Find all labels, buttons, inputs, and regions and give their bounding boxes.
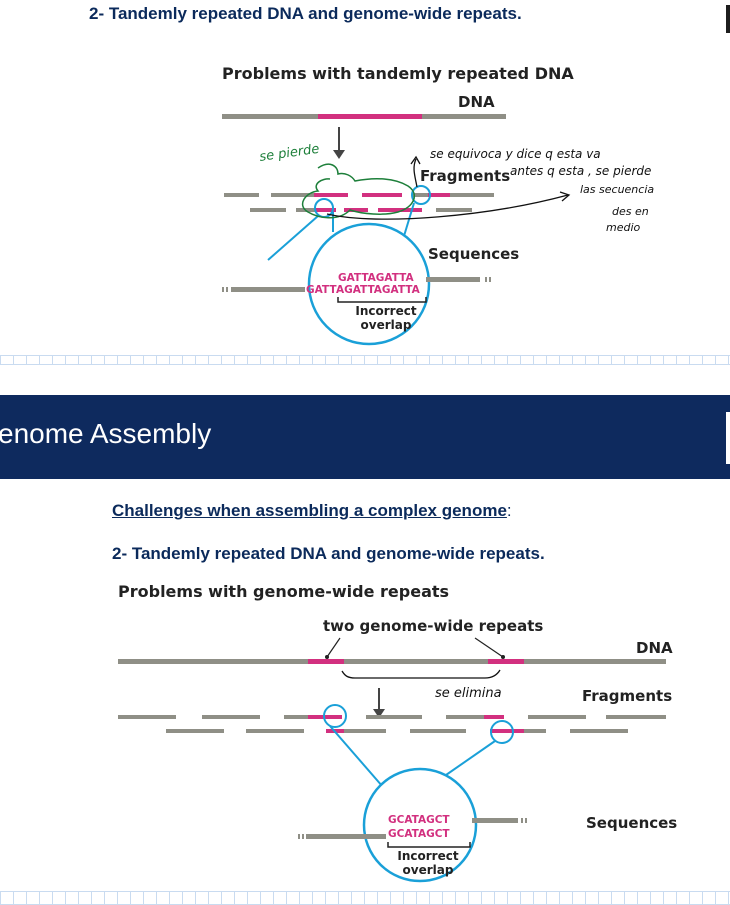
- gw-sequences-label: Sequences: [586, 814, 677, 832]
- fragment-repeat: [344, 208, 368, 212]
- tandem-sequences-label: Sequences: [428, 245, 519, 263]
- genome-wide-repeat-figure: Problems with genome-wide repeats two ge…: [118, 582, 677, 883]
- slide-divider-bottom: [0, 891, 730, 905]
- handwritten-note-2: antes q esta , se pierde: [510, 164, 651, 178]
- tandem-overlap: overlap: [361, 318, 412, 332]
- tandem-small-circle-right: [411, 185, 431, 205]
- challenges-link: Challenges when assembling a complex gen…: [112, 501, 507, 520]
- handwritten-se-elimina: se elimina: [435, 686, 502, 701]
- handwritten-se-pierde: se pierde: [258, 142, 320, 165]
- gw-overlap: overlap: [403, 863, 454, 877]
- handwritten-green-loop: [301, 163, 416, 219]
- tandem-dna-label: DNA: [458, 93, 495, 111]
- handwritten-arrow-long: [326, 194, 569, 220]
- handwritten-note-5: medio: [606, 221, 641, 234]
- handwritten-note-4: des en: [612, 205, 649, 218]
- gw-small-circle-left: [323, 704, 347, 728]
- tandem-zoom-circle: [307, 222, 431, 346]
- tandem-dna-repeat: [318, 114, 422, 119]
- challenges-line: Challenges when assembling a complex gen…: [112, 501, 512, 521]
- tandem-fragments-label: Fragments: [420, 167, 510, 185]
- tandem-seq2-right: AGATTAGATTA: [336, 284, 421, 296]
- slide-edge-mark: [726, 5, 730, 33]
- gw-repeat-2: [488, 659, 524, 664]
- challenges-colon: :: [506, 501, 512, 520]
- gw-dna-label: DNA: [636, 639, 673, 657]
- slide-title-banner: [0, 395, 730, 479]
- fragment: [450, 193, 494, 197]
- handwritten-note-3: las secuencia: [580, 183, 654, 196]
- fragment: [412, 193, 428, 197]
- fragment: [436, 208, 472, 212]
- bottom-heading: 2- Tandemly repeated DNA and genome-wide…: [112, 544, 545, 563]
- tandem-figure-title: Problems with tandemly repeated DNA: [222, 64, 574, 83]
- gw-incorrect: Incorrect: [397, 849, 458, 863]
- fragment-repeat: [378, 208, 422, 212]
- seq-bar-left: [231, 287, 305, 292]
- top-heading: 2- Tandemly repeated DNA and genome-wide…: [89, 4, 522, 23]
- gw-fragments-label: Fragments: [582, 687, 672, 705]
- gw-two-repeats-label: two genome-wide repeats: [323, 617, 543, 635]
- seq-bar-right: [426, 277, 480, 282]
- tandem-repeat-figure: Problems with tandemly repeated DNA DNA …: [222, 64, 654, 346]
- fragment: [271, 193, 314, 197]
- tandem-arrow-head: [333, 150, 345, 159]
- gw-seq1: GCATAGCT: [388, 814, 450, 826]
- gw-small-circle-right: [490, 720, 514, 744]
- fragment-repeat: [362, 193, 402, 197]
- fragment-repeat: [316, 208, 336, 212]
- banner-edge-mark: [726, 412, 730, 464]
- handwritten-bracket: [341, 669, 501, 679]
- handwritten-arrow-up: [413, 158, 418, 188]
- gw-figure-title: Problems with genome-wide repeats: [118, 582, 449, 601]
- fragment-repeat: [314, 193, 348, 197]
- tandem-seq2-left: GATT: [306, 284, 337, 296]
- gw-dna-bar: [118, 659, 666, 664]
- tandem-incorrect: Incorrect: [355, 304, 416, 318]
- fragment-repeat: [428, 193, 450, 197]
- gw-repeat-1: [308, 659, 344, 664]
- gw-seq2: GCATAGCT: [388, 828, 450, 840]
- tandem-seq1: GATTAGATTA: [338, 272, 414, 284]
- slide-title: enome Assembly: [0, 418, 212, 449]
- gw-zoom-circle: [362, 767, 478, 883]
- slide-divider-top: [0, 355, 730, 365]
- fragment: [224, 193, 259, 197]
- fragment: [250, 208, 286, 212]
- handwritten-note-1: se equivoca y dice q esta va: [430, 147, 601, 161]
